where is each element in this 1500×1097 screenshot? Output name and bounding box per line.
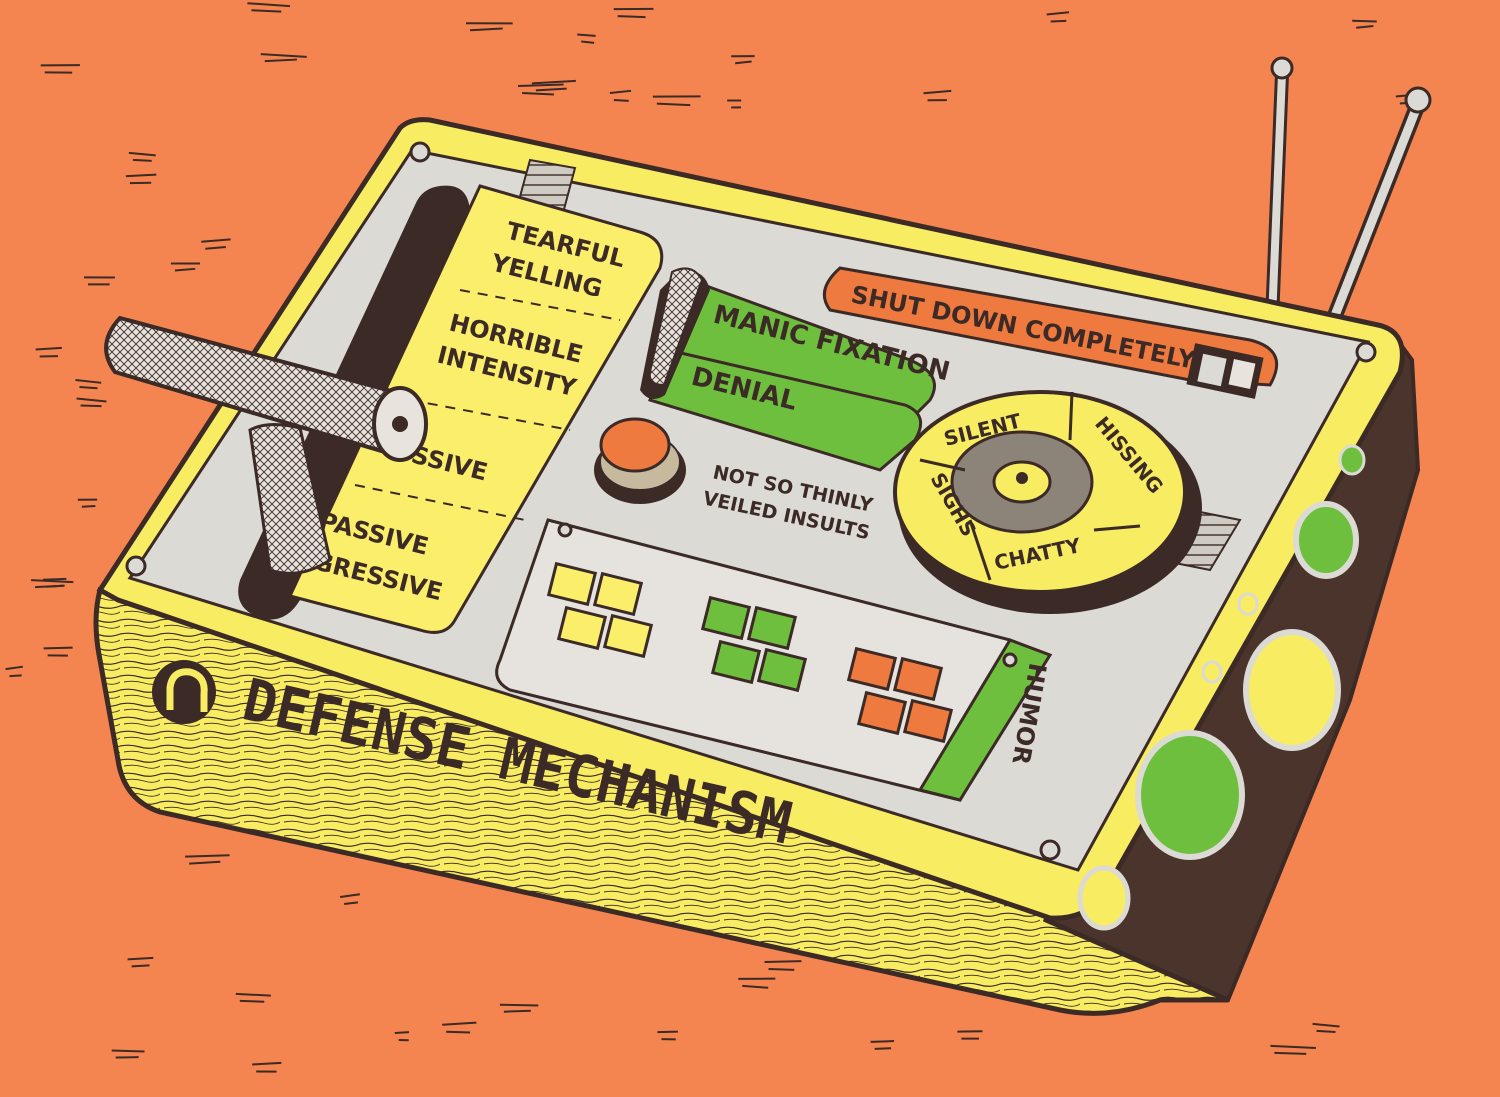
- yellow-key-cluster: [546, 561, 654, 659]
- background-scratch-mark: [1046, 11, 1070, 23]
- background-scratch-mark: [128, 151, 156, 162]
- background-scratch-mark: [518, 83, 564, 96]
- key-button[interactable]: [756, 647, 808, 693]
- background-scratch-mark: [76, 397, 107, 408]
- lever-handle[interactable]: [104, 315, 428, 575]
- background-scratch-mark: [923, 89, 952, 102]
- background-scratch-mark: [652, 95, 701, 107]
- insult-button[interactable]: [594, 417, 686, 504]
- background-scratch-mark: [201, 238, 231, 250]
- orange-key-cluster: [846, 646, 954, 744]
- key-button[interactable]: [546, 561, 598, 607]
- tone-dial[interactable]: SILENT HISSING CHATTY SIGHS: [893, 390, 1202, 614]
- key-button[interactable]: [902, 698, 954, 744]
- antenna-icon: [1265, 56, 1432, 321]
- background-scratch-mark: [77, 498, 98, 508]
- background-scratch-mark: [35, 346, 62, 358]
- background-scratch-mark: [340, 893, 361, 905]
- background-scratch-mark: [531, 79, 576, 92]
- background-scratch-mark: [1270, 1044, 1316, 1055]
- background-scratch-mark: [764, 960, 802, 971]
- background-scratch-mark: [252, 1061, 282, 1073]
- key-button[interactable]: [592, 571, 644, 617]
- key-button[interactable]: [710, 639, 762, 685]
- screw-icons: [125, 141, 1377, 861]
- background-scratch-mark: [111, 1049, 145, 1059]
- background-scratch-mark: [84, 276, 115, 286]
- device-front-face: [93, 586, 1230, 1016]
- background-scratch-mark: [125, 173, 157, 185]
- background-scratch-mark: [5, 665, 23, 678]
- background-scratch-mark: [442, 1021, 477, 1034]
- lever-scale-panel: [287, 184, 664, 634]
- background-scratch-mark: [609, 89, 632, 102]
- lever-scale-dividers: [354, 289, 621, 521]
- mood-switch-panel: MANIC FIXATION DENIAL: [640, 267, 953, 472]
- key-button[interactable]: [892, 656, 944, 702]
- background-scratch-mark: [738, 977, 776, 989]
- key-button[interactable]: [746, 605, 798, 651]
- background-scratch-mark: [466, 22, 513, 32]
- key-button[interactable]: [846, 646, 898, 692]
- key-button[interactable]: [700, 595, 752, 641]
- key-button[interactable]: [556, 605, 608, 651]
- horseshoe-magnet-icon: [152, 660, 216, 724]
- green-key-cluster: [700, 595, 808, 693]
- background-scratch-mark: [870, 1040, 895, 1050]
- background-scratch-mark: [43, 646, 73, 657]
- background-scratch-mark: [499, 1003, 539, 1013]
- background-scratch-mark: [394, 1031, 410, 1042]
- key-button[interactable]: [602, 613, 654, 659]
- background-scratch-mark: [613, 7, 654, 19]
- background-scratch-mark: [75, 378, 102, 390]
- shutdown-toggle-switch[interactable]: [1226, 356, 1258, 392]
- background-scratch-mark: [127, 956, 154, 968]
- side-port-holes: [1077, 444, 1366, 931]
- background-scratch-mark: [731, 55, 755, 65]
- background-scratch-mark: [170, 262, 200, 272]
- background-scratch-mark: [40, 64, 80, 74]
- background-scratch-mark: [235, 992, 271, 1003]
- background-scratch-mark: [185, 854, 230, 865]
- key-clusters: [546, 561, 954, 744]
- background-scratch-mark: [957, 1030, 983, 1040]
- background-scratch-mark: [577, 33, 596, 44]
- background-scratch-mark: [247, 2, 291, 13]
- background-scratch-mark: [657, 1030, 678, 1041]
- background-scratch-mark: [1352, 19, 1377, 29]
- key-button[interactable]: [856, 690, 908, 736]
- background-scratch-mark: [727, 99, 742, 109]
- background-scratch-mark: [1312, 1022, 1340, 1034]
- background-scratch-mark: [260, 53, 307, 63]
- background-scratch-mark: [42, 577, 67, 588]
